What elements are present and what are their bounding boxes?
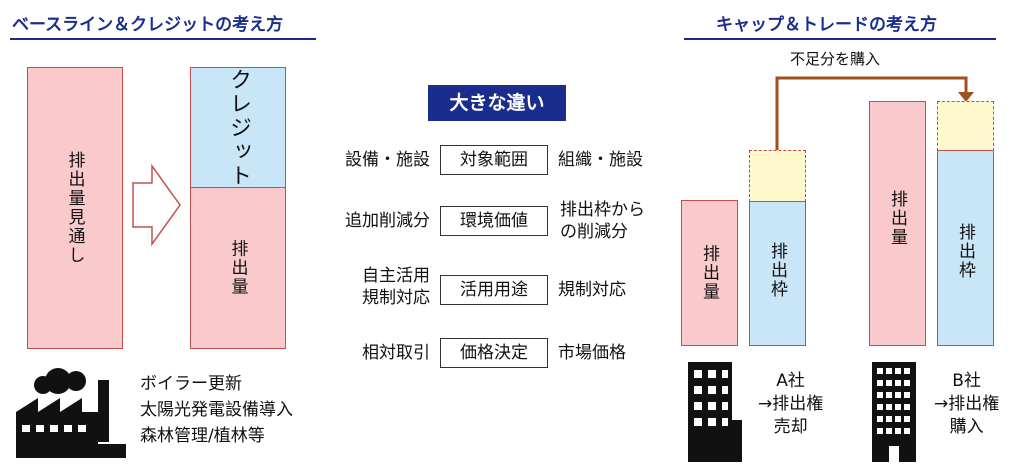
company-a-cap-label: 排出枠 — [767, 242, 787, 299]
company-b-emission-label: 排出量 — [887, 190, 907, 247]
purchase-arrow-line — [775, 76, 968, 150]
company-b-cap-bar: 排出枠 — [937, 150, 994, 346]
diff-row2-left: 追加削減分 — [345, 211, 430, 231]
diff-row2-right: 排出枠から の削減分 — [560, 200, 645, 242]
credit-label: クレジット — [226, 67, 251, 188]
hollow-right-arrow — [132, 163, 181, 247]
company-a-building-icon — [688, 362, 742, 462]
emission-projection-bar: 排出量見通し — [27, 67, 123, 349]
emission-bar: 排出量 — [190, 187, 286, 349]
emission-label: 排出量 — [227, 239, 248, 297]
diff-row1-right: 組織・施設 — [558, 150, 643, 170]
company-b-emission-bar: 排出量 — [869, 101, 926, 346]
company-b-cap-label: 排出枠 — [955, 223, 975, 280]
company-a-label: A社 →排出権 売却 — [758, 371, 824, 437]
example-1: ボイラー更新 — [140, 374, 242, 394]
company-a-surplus-block — [749, 150, 806, 202]
purchase-arrow-head — [958, 92, 974, 102]
diff-row4-left: 相対取引 — [362, 343, 430, 363]
right-title-underline — [684, 38, 996, 40]
company-b-label: B社 →排出権 購入 — [934, 371, 1000, 437]
purchase-arrow-label: 不足分を購入 — [790, 50, 881, 68]
diff-row3-left: 自主活用 規制対応 — [362, 266, 430, 308]
company-b-building-icon — [872, 362, 916, 462]
differences-heading: 大きな違い — [428, 85, 566, 121]
example-2: 太陽光発電設備導入 — [140, 400, 293, 420]
factory-icon — [16, 368, 126, 458]
diff-row1-center: 対象範囲 — [440, 145, 548, 175]
diff-row3-center: 活用用途 — [440, 275, 548, 305]
credit-bar: クレジット — [190, 67, 286, 188]
company-a-emission-label: 排出量 — [699, 244, 719, 302]
diff-row2-center: 環境価値 — [440, 206, 548, 236]
company-a-cap-bar: 排出枠 — [749, 201, 806, 346]
diff-row3-right: 規制対応 — [558, 280, 626, 300]
diff-row4-right: 市場価格 — [558, 343, 626, 363]
left-title-underline — [10, 38, 316, 40]
diff-row4-center: 価格決定 — [440, 338, 548, 368]
example-3: 森林管理/植林等 — [140, 426, 265, 446]
right-title: キャップ＆トレードの考え方 — [716, 15, 937, 35]
diff-row1-left: 設備・施設 — [345, 150, 430, 170]
company-a-emission-bar: 排出量 — [681, 200, 738, 346]
left-title: ベースライン＆クレジットの考え方 — [12, 15, 284, 35]
projection-label: 排出量見通し — [64, 151, 85, 265]
